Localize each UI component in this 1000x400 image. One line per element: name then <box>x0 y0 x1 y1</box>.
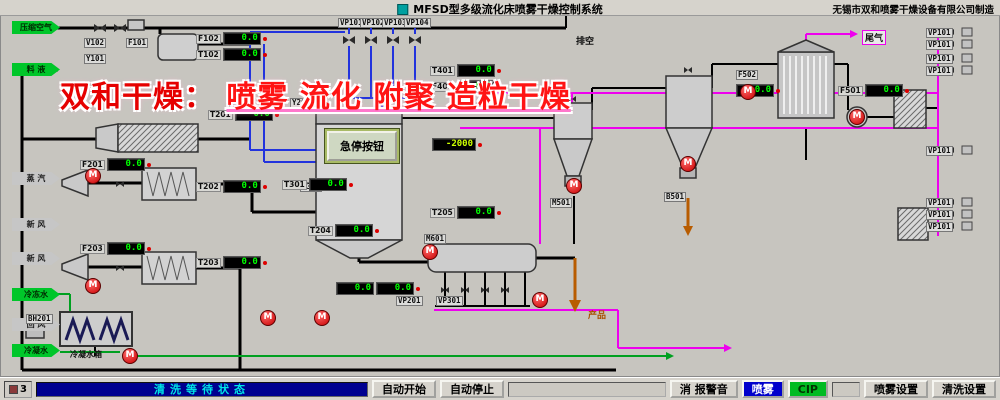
motor-indicator[interactable]: M <box>566 178 582 194</box>
motor-indicator[interactable]: M <box>680 156 696 172</box>
cip-mode-button[interactable]: CIP <box>787 380 828 398</box>
auto-stop-button[interactable]: 自动停止 <box>440 380 504 398</box>
emergency-stop-label: 急停按钮 <box>340 140 384 153</box>
motor-indicator[interactable]: M <box>122 348 138 364</box>
motor-indicator[interactable]: M <box>422 244 438 260</box>
title-bar: MFSD型多级流化床喷雾干燥控制系统 无锡市双和喷雾干燥设备有限公司制造 <box>0 0 1000 16</box>
spray-mode-button[interactable]: 喷雾 <box>741 380 784 398</box>
motor-indicator[interactable]: M <box>740 84 756 100</box>
manufacturer-label: 无锡市双和喷雾干燥设备有限公司制造 <box>832 5 994 16</box>
counter-icon <box>9 384 19 394</box>
status-bar: 清洗等待状态 <box>36 381 368 397</box>
motor-indicator[interactable]: M <box>260 310 276 326</box>
spray-settings-button[interactable]: 喷雾设置 <box>864 380 928 398</box>
page-title: MFSD型多级流化床喷雾干燥控制系统 <box>413 3 603 16</box>
toolbar-strip <box>508 381 666 397</box>
diagram-canvas <box>0 15 1000 377</box>
motor-indicator[interactable]: M <box>532 292 548 308</box>
alarm-counter[interactable]: 3 <box>4 380 32 398</box>
estop-plate: 急停按钮 <box>324 128 400 164</box>
app-icon <box>397 3 409 15</box>
clean-settings-button[interactable]: 清洗设置 <box>932 380 996 398</box>
bottom-toolbar: 3 清洗等待状态 自动开始 自动停止 消 报警音 喷雾 CIP 喷雾设置 清洗设… <box>0 377 1000 400</box>
toolbar-strip-2 <box>832 381 860 397</box>
motor-indicator[interactable]: M <box>849 109 865 125</box>
emergency-stop-button[interactable]: 急停按钮 <box>327 131 397 161</box>
status-message: 清洗等待状态 <box>154 383 250 396</box>
mute-alarm-button[interactable]: 消 报警音 <box>669 380 738 398</box>
motor-indicator[interactable]: M <box>85 278 101 294</box>
auto-start-button[interactable]: 自动开始 <box>372 380 436 398</box>
motor-indicator[interactable]: M <box>314 310 330 326</box>
counter-value: 3 <box>20 383 27 395</box>
motor-indicator[interactable]: M <box>85 168 101 184</box>
